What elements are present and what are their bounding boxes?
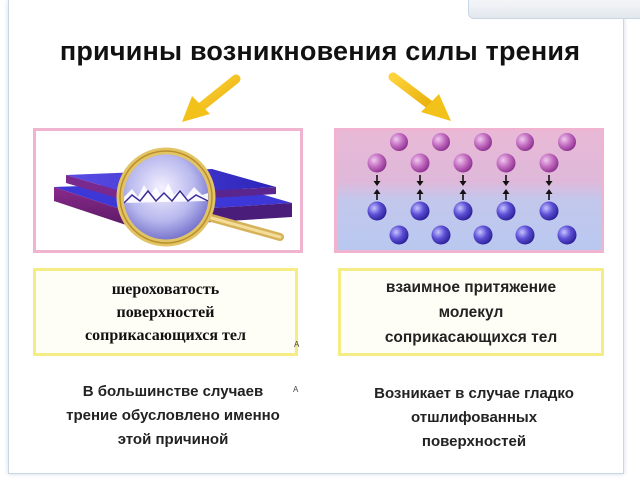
attraction-arrow-down-icon <box>545 175 553 186</box>
attraction-caption: взаимное притяжение молекул соприкасающи… <box>384 278 558 346</box>
attraction-arrow-up-icon <box>545 189 553 200</box>
attraction-text-box: взаимное притяжение молекул соприкасающи… <box>338 268 604 356</box>
attraction-arrow-up-icon <box>416 189 424 200</box>
slide-corner-tab <box>468 0 640 19</box>
attraction-note: Возникает в случае гладко отшлифованных … <box>374 385 574 450</box>
molecule-top-icon <box>367 153 387 173</box>
molecule-top-icon <box>432 133 450 151</box>
attraction-arrow-down-icon <box>502 175 510 186</box>
molecule-bottom-icon <box>496 201 516 221</box>
attraction-arrow-down-icon <box>416 175 424 186</box>
molecule-top-icon <box>453 153 473 173</box>
molecule-bottom-icon <box>453 201 473 221</box>
roughness-caption: шероховатость поверхностей соприкасающих… <box>85 280 246 344</box>
molecule-bottom-icon <box>557 225 577 245</box>
molecule-bottom-icon <box>473 225 493 245</box>
molecule-bottom-icon <box>410 201 430 221</box>
molecule-top-icon <box>474 133 492 151</box>
attraction-arrow-down-icon <box>459 175 467 186</box>
arrows-layer <box>182 72 451 122</box>
molecule-bottom-icon <box>389 225 409 245</box>
magnifying-glass-icon <box>116 147 284 247</box>
attraction-arrow-up-icon <box>373 189 381 200</box>
roughness-text-box: шероховатость поверхностей соприкасающих… <box>33 268 298 356</box>
attraction-arrow-up-icon <box>502 189 510 200</box>
molecules-illustration <box>367 133 577 245</box>
molecule-top-icon <box>516 133 534 151</box>
attraction-arrow-up-icon <box>459 189 467 200</box>
molecule-top-icon <box>410 153 430 173</box>
molecule-top-icon <box>496 153 516 173</box>
molecule-top-icon <box>539 153 559 173</box>
molecule-top-icon <box>390 133 408 151</box>
molecular-attraction-panel <box>334 128 604 253</box>
slide-title: причины возникновения силы трения <box>59 36 581 66</box>
molecule-bottom-icon <box>367 201 387 221</box>
molecule-bottom-icon <box>431 225 451 245</box>
molecule-bottom-icon <box>539 201 559 221</box>
molecule-bottom-icon <box>515 225 535 245</box>
molecule-top-icon <box>558 133 576 151</box>
roughness-note: В большинстве случаев трение обусловлено… <box>66 383 280 448</box>
arrow-right-icon <box>388 72 451 121</box>
roughness-panel <box>33 128 303 253</box>
small-mark: A <box>293 385 299 394</box>
small-mark: A <box>294 340 300 349</box>
attraction-arrow-down-icon <box>373 175 381 186</box>
arrow-left-icon <box>182 74 241 122</box>
slide-frame <box>8 0 624 474</box>
roughness-illustration <box>54 147 292 247</box>
